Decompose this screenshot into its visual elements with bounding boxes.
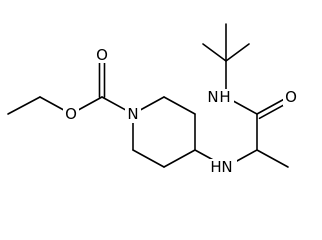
molecule-structure: O O N H N N H O <box>7 23 299 176</box>
atom-n-amine: N <box>221 158 232 176</box>
atom-n-piperidine: N <box>127 105 138 123</box>
atom-o-carbonyl-ester: O <box>96 46 108 64</box>
bond-ring-c4-c5 <box>163 149 196 168</box>
bond-c-quat-methyl-right <box>225 43 250 62</box>
bond-c-alpha-methyl <box>256 149 289 168</box>
bond-ring-c5-c6 <box>132 149 165 168</box>
bond-c-amide-o-1 <box>256 96 289 115</box>
bond-ring-c2-c3 <box>163 96 196 115</box>
label-layer: O O N H N N H O <box>63 46 299 176</box>
atom-h-amine: H <box>210 158 221 176</box>
atom-o-amide: O <box>285 88 297 106</box>
atom-h-amide: H <box>219 88 230 106</box>
bond-layer <box>7 23 292 168</box>
bond-c-quat-methyl-left <box>202 43 227 62</box>
structure-canvas: O O N H N N H O <box>7 23 299 176</box>
atom-n-amide: N <box>207 88 218 106</box>
atom-o-ether: O <box>65 105 77 123</box>
bond-ch3-ch2 <box>7 96 41 115</box>
